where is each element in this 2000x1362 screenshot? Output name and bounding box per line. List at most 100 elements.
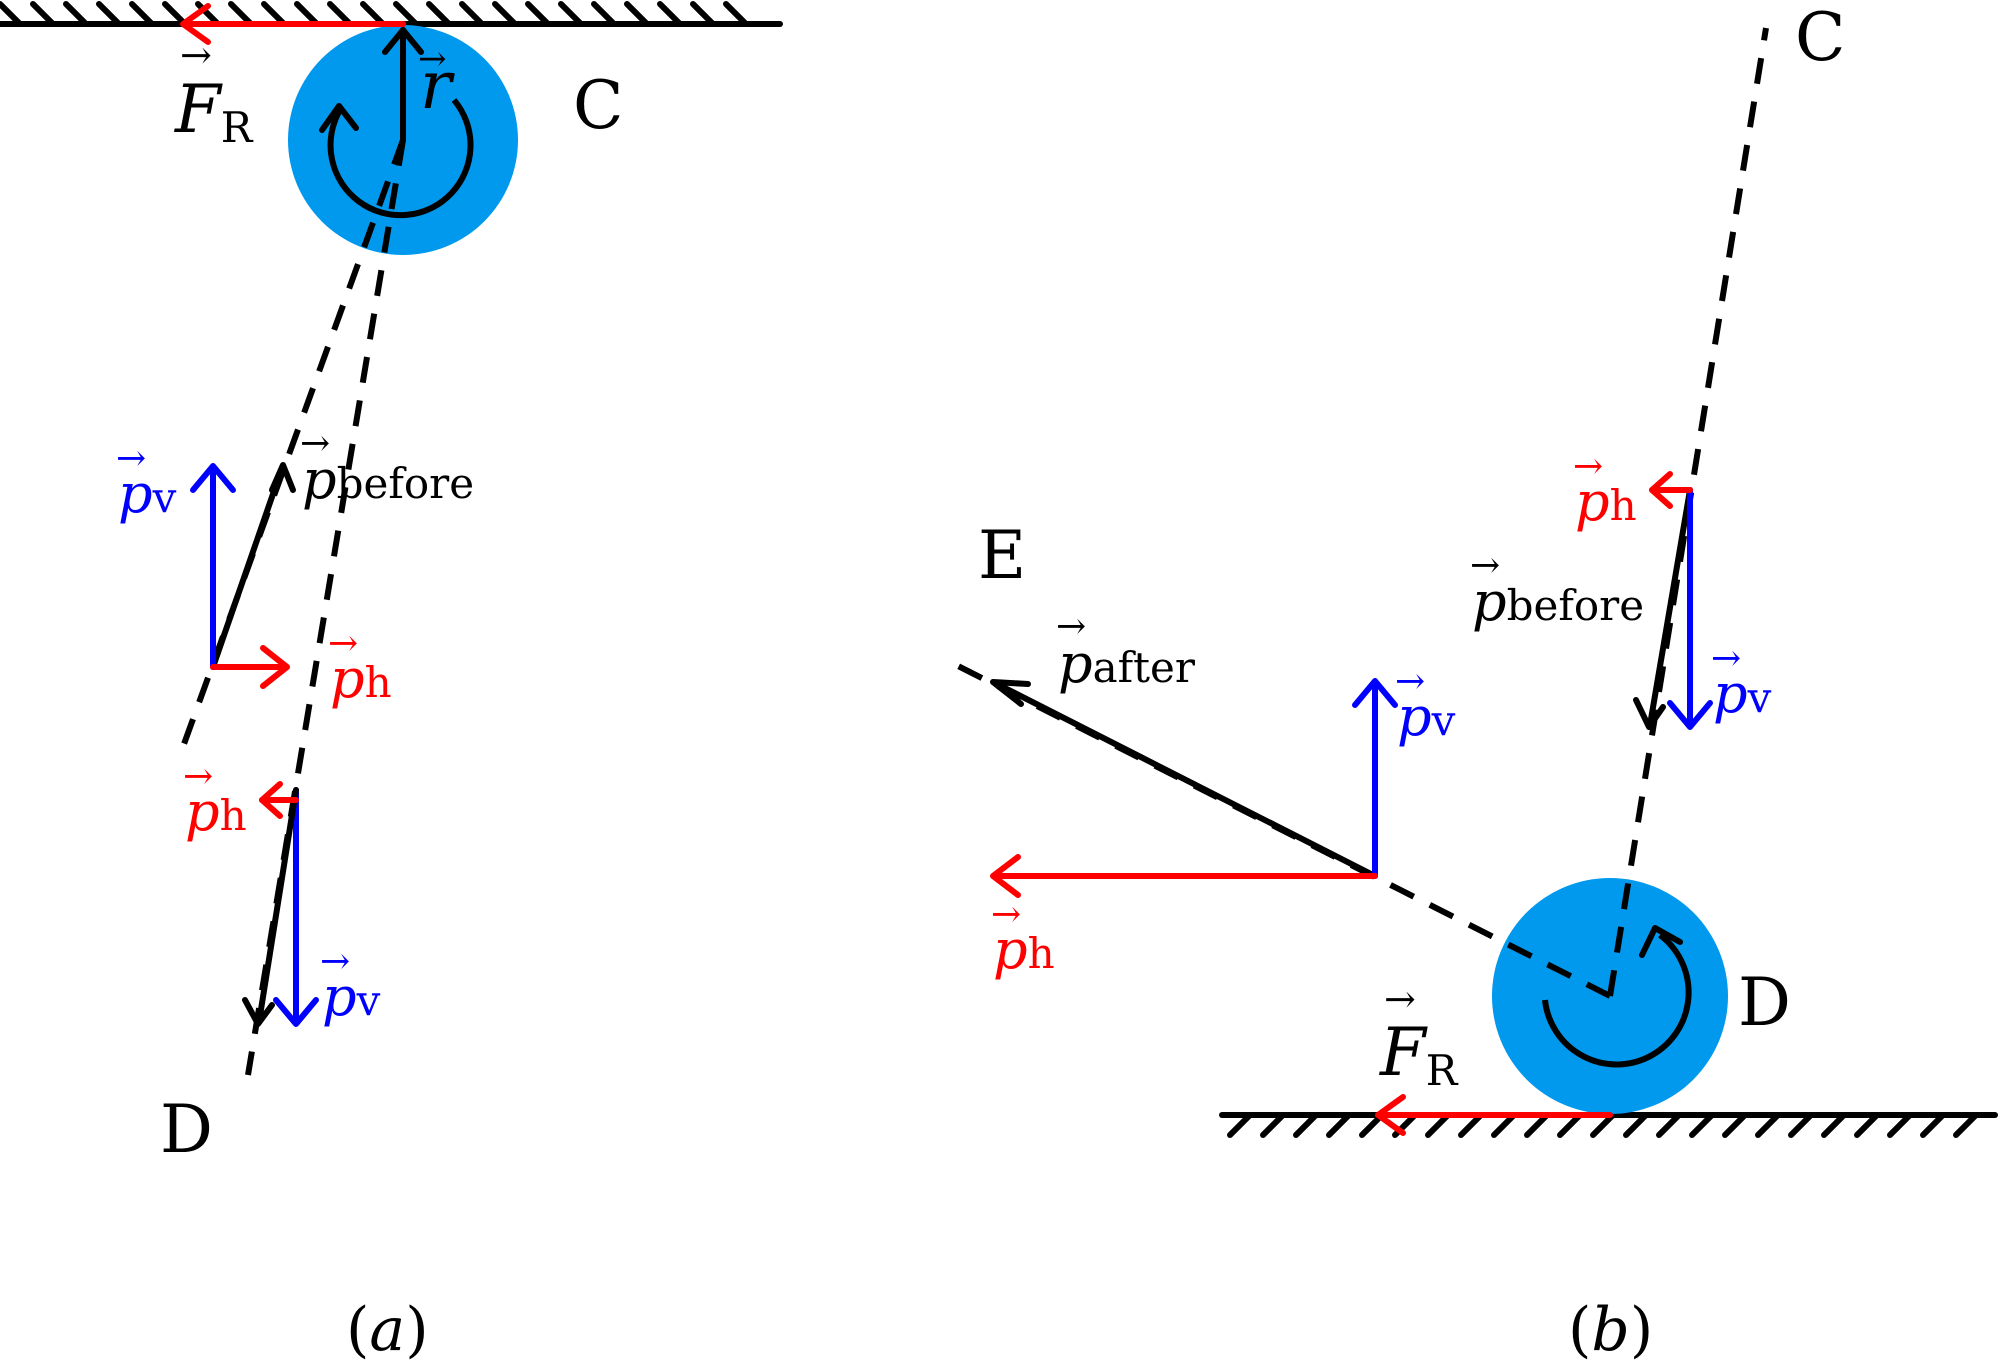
floor-hatch — [1458, 1112, 1484, 1138]
ph-left-arrow-a — [259, 781, 299, 819]
floor-hatch — [1326, 1112, 1352, 1138]
ceiling-hatch — [426, 1, 452, 27]
vec-accent-pv-down-b: → — [1711, 638, 1741, 679]
rotation-arrowhead-d — [1639, 925, 1683, 958]
ceiling-hatch — [624, 1, 650, 27]
ceiling-hatch — [129, 1, 155, 27]
ph-top-arrow-b — [1649, 471, 1693, 509]
floor-hatch — [1557, 1112, 1583, 1138]
label-point-c-b: C — [1795, 0, 1846, 76]
floor-hatch — [1260, 1112, 1286, 1138]
vec-accent-p-before-b: → — [1470, 545, 1500, 586]
floor-hatch — [1425, 1112, 1451, 1138]
vec-accent-pv-up-a: → — [116, 438, 146, 479]
floor-hatch — [1788, 1112, 1814, 1138]
label-ph-top-b: ph — [1575, 470, 1637, 533]
ceiling-hatch — [558, 1, 584, 27]
label-point-d-b: D — [1738, 964, 1791, 1041]
ceiling-hatch — [393, 1, 419, 27]
p-before-arrow-b — [1633, 487, 1693, 730]
floor-hatch — [1491, 1112, 1517, 1138]
vec-accent-ph-top-b: → — [1573, 446, 1603, 487]
label-ph-right-a: ph — [330, 647, 392, 710]
pv-up-arrow-b — [1352, 678, 1398, 879]
friction-arrow-b — [1375, 1094, 1613, 1136]
ceiling-hatch — [657, 1, 683, 27]
vec-accent-p-before-a: → — [300, 423, 330, 464]
friction-arrow-a — [180, 3, 406, 45]
label-pv-down-a: pv — [322, 965, 381, 1028]
p-down-arrow-a — [242, 787, 299, 1027]
ceiling-hatch — [0, 1, 23, 27]
panel-b: C ph → pbefore → pv → E pafter → pv → ph… — [956, 0, 1998, 1362]
ceiling-hatch — [228, 1, 254, 27]
label-friction-b: FR — [1379, 1014, 1459, 1095]
ph-right-arrow-a — [210, 645, 290, 689]
ceiling-hatch — [492, 1, 518, 27]
pv-down-arrow-b — [1667, 487, 1713, 730]
label-p-after: pafter — [1058, 632, 1196, 695]
label-ph-left-b: ph — [993, 918, 1055, 981]
ceiling-hatch — [96, 1, 122, 27]
floor-hatch — [1293, 1112, 1319, 1138]
ceiling-hatch — [723, 1, 749, 27]
floor-hatch — [1623, 1112, 1649, 1138]
panel-a: FR → r → C pbefore → pv → ph → ph → pv →… — [0, 1, 783, 1362]
ceiling-hatch — [459, 1, 485, 27]
floor-hatch — [1755, 1112, 1781, 1138]
pv-up-arrow-a — [190, 463, 236, 670]
floor-hatch — [1227, 1112, 1253, 1138]
ceiling-hatch — [30, 1, 56, 27]
pv-down-arrow-a — [273, 787, 319, 1027]
dashed-line-right-a — [245, 139, 406, 1076]
ceiling-hatch — [294, 1, 320, 27]
ceiling-hatch — [690, 1, 716, 27]
label-p-before-b: pbefore — [1472, 570, 1644, 633]
floor-hatch — [1887, 1112, 1913, 1138]
caption-a: (a) — [346, 1295, 429, 1362]
floor-hatch — [1920, 1112, 1946, 1138]
rotation-arrow-d — [1542, 932, 1692, 1068]
floor-hatch — [1656, 1112, 1682, 1138]
caption-b: (b) — [1568, 1295, 1653, 1362]
ceiling-hatch — [591, 1, 617, 27]
ceiling-hatch — [525, 1, 551, 27]
vec-accent-ph-left-b: → — [991, 894, 1021, 935]
p-before-arrow-a — [210, 462, 296, 670]
ceiling-hatch — [63, 1, 89, 27]
label-p-before-a: pbefore — [302, 448, 474, 511]
floor-hatch — [1821, 1112, 1847, 1138]
label-radius: r — [420, 47, 455, 124]
label-ph-left-a: ph — [185, 780, 247, 843]
label-point-c-a: C — [573, 67, 624, 144]
vec-accent-ph-left-a: → — [183, 756, 213, 797]
floor-hatch — [1590, 1112, 1616, 1138]
label-friction-a: FR — [174, 71, 254, 152]
rotation-arrow-c — [327, 98, 474, 219]
vec-accent-radius: → — [418, 39, 447, 79]
radius-vector — [382, 27, 424, 143]
vec-accent-ph-right-a: → — [328, 623, 358, 664]
vec-accent-pv-up-b: → — [1395, 661, 1425, 702]
vec-accent-friction-b: → — [1384, 977, 1416, 1021]
ceiling-hatch — [261, 1, 287, 27]
ceiling-hatch — [360, 1, 386, 27]
vec-accent-pv-down-a: → — [320, 941, 350, 982]
vec-accent-p-after: → — [1056, 606, 1086, 647]
label-pv-up-a: pv — [118, 462, 177, 525]
floor-hatch — [1953, 1112, 1979, 1138]
floor-hatch — [1689, 1112, 1715, 1138]
floor-hatch — [1524, 1112, 1550, 1138]
ceiling-hatch — [162, 1, 188, 27]
floor-hatch — [1854, 1112, 1880, 1138]
ceiling-hatch — [327, 1, 353, 27]
label-point-d-a: D — [160, 1091, 213, 1168]
p-after-arrow — [990, 679, 1378, 879]
rotation-arrowhead-c — [319, 103, 359, 133]
vec-accent-friction-a: → — [180, 33, 212, 77]
ph-left-arrow-b — [990, 854, 1378, 898]
floor-hatch — [1722, 1112, 1748, 1138]
label-pv-up-b: pv — [1397, 685, 1456, 748]
label-point-e: E — [978, 517, 1026, 594]
